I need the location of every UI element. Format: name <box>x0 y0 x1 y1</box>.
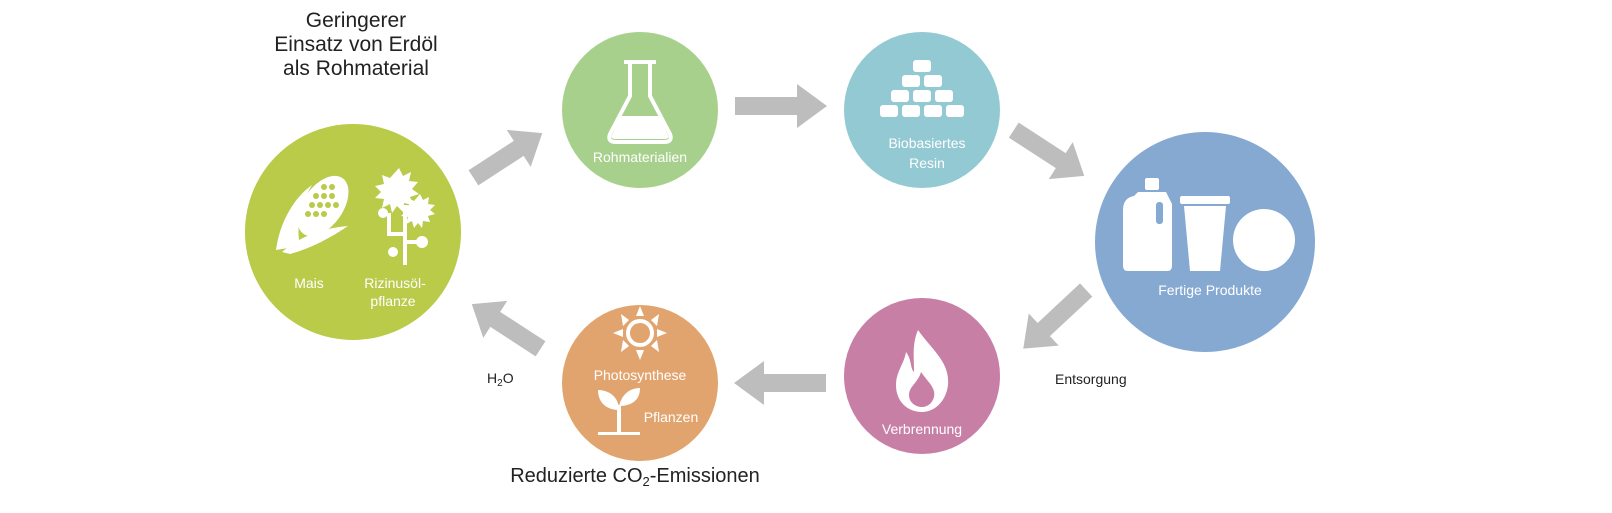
plants-circle <box>245 124 461 340</box>
flame-icon <box>896 330 949 412</box>
arrow-plants-to-raw <box>468 129 543 186</box>
verbrennung-circle <box>844 298 1000 454</box>
sprout-icon <box>598 388 640 435</box>
resin-circle <box>844 32 1000 188</box>
resin-label-2: Resin <box>909 155 945 171</box>
node-verbrennung: Verbrennung <box>844 298 1000 454</box>
arrow-burn-to-photosynthesis <box>734 361 826 405</box>
entsorgung-label: Entsorgung <box>1055 371 1127 387</box>
headline-line-3: als Rohmaterial <box>283 57 429 80</box>
arrow-photosynthesis-to-plants <box>471 300 546 357</box>
rizinus-label-1: Rizinusöl- <box>364 275 426 291</box>
node-products: Fertige Produkte <box>1095 132 1315 352</box>
co2-emissions-label: Reduzierte CO2-Emissionen <box>510 465 760 489</box>
node-resin: Biobasiertes Resin <box>844 32 1000 188</box>
rizinus-label-2: pflanze <box>370 293 415 309</box>
pflanzen-label: Pflanzen <box>644 409 698 425</box>
photosynthese-label: Photosynthese <box>594 367 687 383</box>
plate-icon <box>1233 209 1295 271</box>
photosynthese-circle <box>562 305 718 461</box>
castor-plant-icon <box>375 168 435 265</box>
corn-icon <box>276 175 349 254</box>
products-label: Fertige Produkte <box>1158 282 1262 298</box>
sun-icon <box>613 306 667 360</box>
node-plants: Mais Rizinusöl- pflanze <box>245 124 461 340</box>
arrows <box>468 84 1093 405</box>
rohmaterialien-circle <box>562 32 718 188</box>
cup-icon <box>1180 196 1230 271</box>
node-rohmaterialien: Rohmaterialien <box>562 32 718 188</box>
rohmaterialien-label: Rohmaterialien <box>593 149 687 165</box>
flask-icon <box>607 60 673 144</box>
node-photosynthese: Photosynthese Pflanzen <box>562 305 718 461</box>
arrow-resin-to-products <box>1008 122 1085 180</box>
headline-line-2: Einsatz von Erdöl <box>274 33 437 56</box>
mais-label: Mais <box>294 275 324 291</box>
bottle-icon <box>1123 178 1172 271</box>
verbrennung-label: Verbrennung <box>882 421 962 437</box>
arrow-raw-to-resin <box>735 84 827 128</box>
headline-line-1: Geringerer <box>306 9 406 32</box>
pellet-stack-icon <box>880 60 964 117</box>
h2o-label: H2O <box>487 370 514 389</box>
resin-label-1: Biobasiertes <box>888 135 965 151</box>
headline: Geringerer Einsatz von Erdöl als Rohmate… <box>274 9 437 80</box>
arrow-products-to-burn <box>1023 283 1093 349</box>
